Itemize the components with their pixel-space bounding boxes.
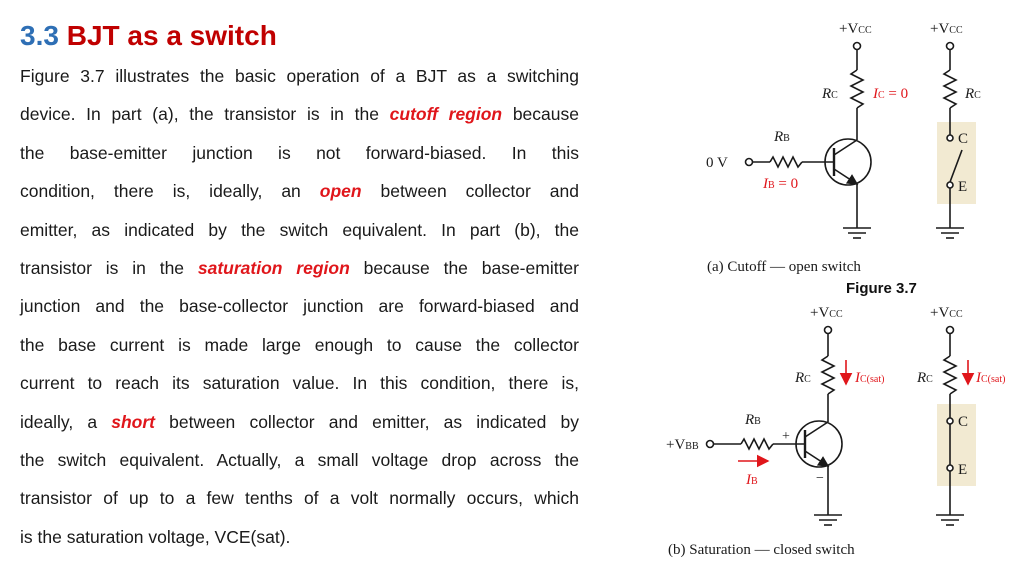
rc-label-a: RC	[821, 86, 838, 102]
text-run: because the base-emitter	[349, 257, 579, 278]
resistor-rb-b	[740, 437, 774, 451]
vcc-label-a-left: +VCC	[839, 21, 872, 37]
resistor-rb-a	[769, 155, 803, 169]
switch-box-b	[937, 404, 976, 486]
ic-sat-label-b-equiv: IC(sat)	[975, 370, 1005, 386]
circuit-a-cutoff	[744, 41, 976, 239]
resistor-rc-b	[820, 355, 836, 395]
base-plus-sign: +	[782, 429, 790, 444]
vcc-label-a-right: +VCC	[930, 21, 963, 37]
resistor-rc-a	[849, 69, 865, 109]
ic-sat-label-b: IC(sat)	[854, 370, 884, 386]
paragraph-line: the base current is made large enough to…	[20, 326, 579, 364]
paragraph-line: emitter, as indicated by the switch equi…	[20, 211, 579, 249]
paragraph-line: transistor of up to a few tenths of a vo…	[20, 479, 579, 517]
ib-label-b: IB	[745, 472, 758, 488]
emitter-minus-sign: −	[816, 471, 824, 486]
figure-3-7-circuits: +VCC +VCC RC RC IC = 0 RB IB = 0 0 V C E…	[666, 21, 1005, 558]
input-label-b: +VBB	[666, 437, 699, 453]
caption-b: (b) Saturation — closed switch	[668, 542, 855, 558]
paragraph-line: transistor is in the saturation region b…	[20, 249, 579, 287]
paragraph-line: junction and the base-collector junction…	[20, 287, 579, 325]
switch-c-label-b: C	[958, 414, 968, 430]
text-run: device. In part (a), the transistor is i…	[20, 104, 390, 125]
resistor-rc-b-equiv	[942, 355, 958, 395]
open-switch-blade	[949, 149, 963, 183]
text-run: transistor of up to a few tenths of a vo…	[20, 488, 579, 509]
highlighted-term: open	[319, 181, 362, 202]
text-run: condition, there is, ideally, an	[20, 181, 320, 202]
text-run: ideally, a	[20, 411, 112, 432]
text-run: the base-emitter junction is not forward…	[20, 142, 579, 163]
paragraph-line: condition, there is, ideally, an open be…	[20, 172, 579, 210]
paragraph-line: Figure 3.7 illustrates the basic operati…	[20, 57, 579, 95]
input-label-a: 0 V	[706, 155, 728, 171]
paragraph-line: the switch equivalent. Actually, a small…	[20, 441, 579, 479]
text-run: the switch equivalent. Actually, a small…	[20, 449, 579, 470]
section-title: 3.3 BJT as a switch	[20, 16, 277, 56]
paragraph-line: device. In part (a), the transistor is i…	[20, 95, 579, 133]
text-run: because	[502, 104, 579, 125]
switch-c-label-a: C	[958, 131, 968, 147]
text-run: emitter, as indicated by the switch equi…	[20, 219, 579, 240]
rc-label-a-equiv: RC	[964, 86, 981, 102]
text-run: between collector and	[361, 181, 579, 202]
text-run: is the saturation voltage, VCE(sat).	[20, 526, 291, 547]
highlighted-term: saturation region	[197, 257, 350, 278]
ic-label-a: IC = 0	[872, 86, 908, 102]
paragraph-line: ideally, a short between collector and e…	[20, 403, 579, 441]
resistor-rc-a-equiv	[942, 69, 958, 109]
switch-e-label-b: E	[958, 462, 967, 478]
text-run: the base current is made large enough to…	[20, 334, 579, 355]
ib-label-a: IB = 0	[762, 176, 798, 192]
section-heading: BJT as a switch	[66, 20, 277, 51]
text-run: current to reach its saturation value. I…	[20, 373, 579, 394]
vcc-label-b-left: +VCC	[810, 305, 843, 321]
body-paragraph: Figure 3.7 illustrates the basic operati…	[20, 57, 579, 556]
rb-label-a: RB	[773, 129, 790, 145]
switch-e-label-a: E	[958, 179, 967, 195]
text-run: Figure 3.7 illustrates the basic operati…	[20, 66, 579, 86]
caption-a: (a) Cutoff — open switch	[707, 259, 861, 275]
figure-label: Figure 3.7	[846, 280, 917, 297]
text-run: transistor is in the	[20, 257, 198, 278]
paragraph-line: current to reach its saturation value. I…	[20, 364, 579, 402]
vcc-label-b-right: +VCC	[930, 305, 963, 321]
rc-label-b-equiv: RC	[916, 370, 933, 386]
circuit-b-saturation	[705, 325, 976, 526]
text-run: junction and the base-collector junction…	[20, 296, 579, 317]
highlighted-term: short	[111, 411, 155, 432]
rb-label-b: RB	[744, 412, 761, 428]
paragraph-line: is the saturation voltage, VCE(sat).	[20, 518, 579, 556]
section-number: 3.3	[20, 20, 59, 51]
paragraph-line: the base-emitter junction is not forward…	[20, 134, 579, 172]
highlighted-term: cutoff region	[389, 104, 503, 125]
text-run: between collector and emitter, as indica…	[154, 411, 579, 432]
rc-label-b: RC	[794, 370, 811, 386]
